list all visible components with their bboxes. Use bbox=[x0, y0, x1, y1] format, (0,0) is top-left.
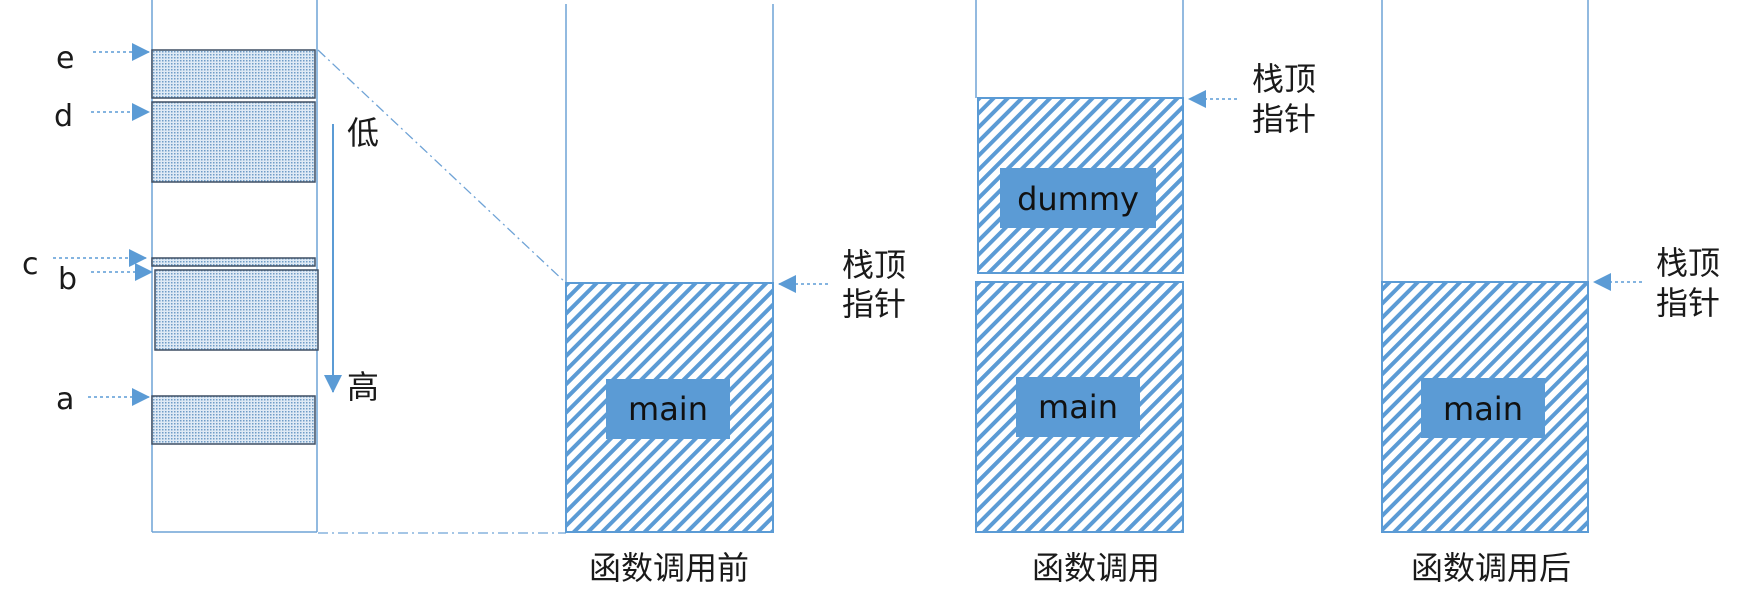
memory-block-e bbox=[151, 49, 316, 99]
memory-block-d bbox=[151, 101, 316, 183]
stack-during-pointer-line1: 栈顶 bbox=[1252, 60, 1316, 98]
stack-during-call: dummy main 栈顶 指针 函数调用 bbox=[975, 0, 1316, 587]
marker-c-label: c bbox=[22, 247, 39, 282]
stack-during-pointer-line2: 指针 bbox=[1252, 100, 1316, 138]
stack-before-main-label: main bbox=[628, 390, 708, 428]
stack-after-pointer-line2: 指针 bbox=[1656, 284, 1720, 322]
stack-during-caption: 函数调用 bbox=[1032, 549, 1160, 587]
stack-during-dummy-label-box bbox=[1000, 168, 1156, 228]
marker-e-label: e bbox=[56, 41, 74, 76]
stack-after-pointer-line1: 栈顶 bbox=[1656, 244, 1720, 282]
stack-before-pointer-line1: 栈顶 bbox=[842, 246, 906, 284]
memory-block-b bbox=[154, 269, 319, 351]
stack-during-main-label: main bbox=[1038, 388, 1118, 426]
stack-after-call: main 栈顶 指针 函数调用后 bbox=[1381, 0, 1720, 587]
memory-block-c bbox=[151, 257, 316, 267]
stack-before-pointer-line2: 指针 bbox=[842, 285, 906, 323]
zoom-guide-top bbox=[317, 49, 567, 284]
stack-before-caption: 函数调用前 bbox=[589, 549, 749, 587]
stack-during-main-label-box bbox=[1016, 377, 1140, 437]
stack-before-main-label-box bbox=[606, 379, 730, 439]
marker-b-label: b bbox=[58, 262, 77, 297]
marker-d-label: d bbox=[54, 99, 73, 134]
stack-during-dummy-label: dummy bbox=[1017, 180, 1139, 218]
memory-block-a bbox=[151, 395, 316, 445]
stack-after-main-label: main bbox=[1443, 390, 1523, 428]
high-address-label: 高 bbox=[347, 368, 379, 406]
stack-after-caption: 函数调用后 bbox=[1411, 549, 1571, 587]
memory-column: e d c b a 低 高 bbox=[22, 0, 379, 533]
stack-after-main-label-box bbox=[1421, 378, 1545, 438]
marker-a-label: a bbox=[56, 382, 74, 417]
stack-before-call: main 栈顶 指针 函数调用前 bbox=[565, 4, 906, 587]
low-address-label: 低 bbox=[347, 114, 379, 152]
